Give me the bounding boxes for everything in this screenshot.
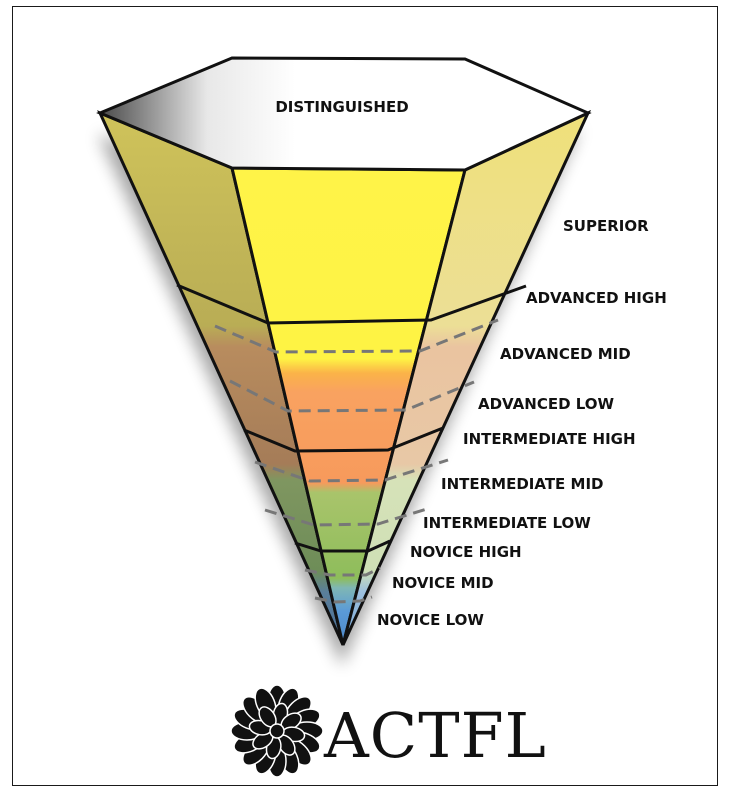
label-intermediate-high: INTERMEDIATE HIGH <box>463 430 636 448</box>
sublevel-dashed-lines <box>214 318 499 604</box>
label-intermediate-mid: INTERMEDIATE MID <box>441 475 603 493</box>
label-advanced-mid: ADVANCED MID <box>500 345 631 363</box>
label-novice-mid: NOVICE MID <box>392 574 494 592</box>
label-novice-high: NOVICE HIGH <box>410 543 522 561</box>
label-advanced-high: ADVANCED HIGH <box>526 289 667 307</box>
label-distinguished: DISTINGUISHED <box>275 98 408 116</box>
label-superior: SUPERIOR <box>563 217 649 235</box>
flower-mandala-icon <box>230 684 324 778</box>
actfl-logo: ACTFL <box>230 684 547 778</box>
label-novice-low: NOVICE LOW <box>377 611 484 629</box>
top-face <box>96 56 592 172</box>
label-intermediate-low: INTERMEDIATE LOW <box>423 514 591 532</box>
band-divider-lines <box>176 283 527 553</box>
logo-text: ACTFL <box>323 699 547 772</box>
label-advanced-low: ADVANCED LOW <box>478 395 615 413</box>
